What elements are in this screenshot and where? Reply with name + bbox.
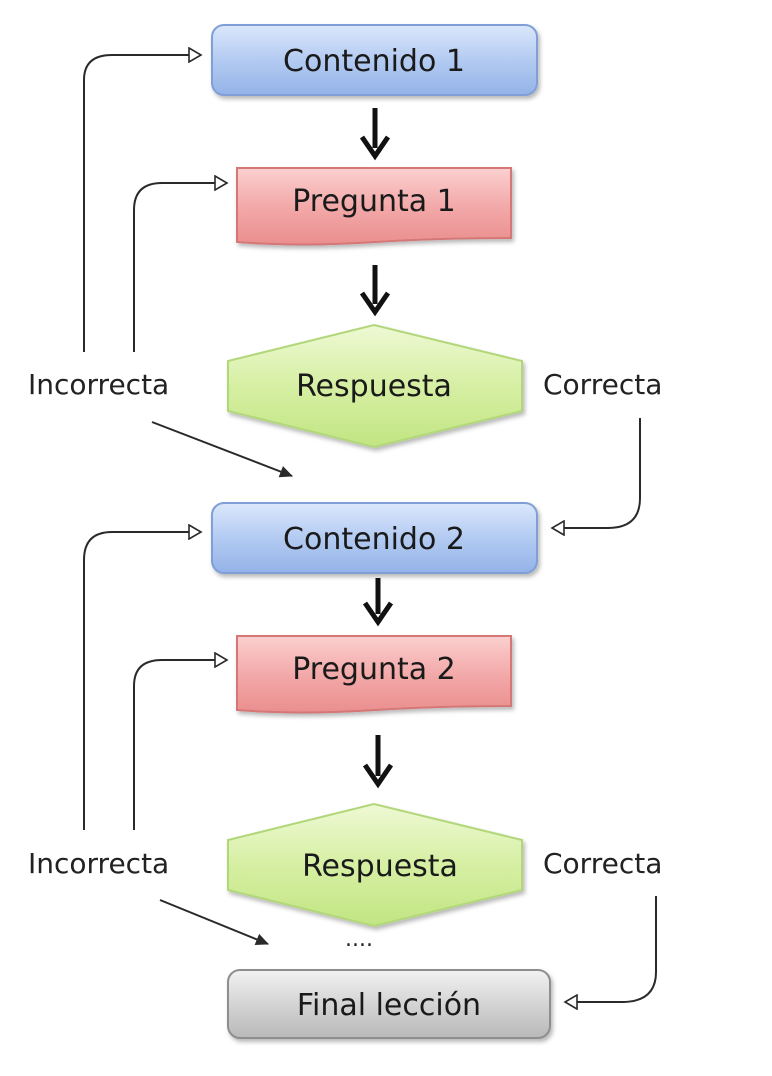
pregunta-2-node: Pregunta 2 xyxy=(236,635,512,714)
pregunta-1-node: Pregunta 1 xyxy=(236,167,512,246)
respuesta-2-node: Respuesta xyxy=(227,802,523,928)
loop-incorrect-to-contenido-2 xyxy=(83,532,200,830)
down-arrow-1 xyxy=(359,108,391,161)
respuesta-1-label: Respuesta xyxy=(296,369,452,404)
contenido-1-node: Contenido 1 xyxy=(211,24,538,96)
incorrecta-label-1: Incorrecta xyxy=(28,368,169,401)
connector-correct-to-final xyxy=(566,896,657,1002)
respuesta-2-label: Respuesta xyxy=(302,849,458,884)
loop-incorrect-to-pregunta-1 xyxy=(133,183,226,352)
pregunta-2-label: Pregunta 2 xyxy=(292,652,456,687)
down-arrow-3 xyxy=(362,578,394,627)
diagonal-arrow-1 xyxy=(151,421,293,478)
correcta-label-2: Correcta xyxy=(543,847,662,880)
loop-incorrect-to-pregunta-2 xyxy=(133,660,226,830)
correcta-label-1: Correcta xyxy=(543,368,662,401)
contenido-2-label: Contenido 2 xyxy=(283,522,465,557)
respuesta-1-node: Respuesta xyxy=(227,323,523,449)
continuation-dots: .... xyxy=(345,927,373,952)
down-arrow-4 xyxy=(362,735,394,789)
incorrecta-label-2: Incorrecta xyxy=(28,847,169,880)
down-arrow-2 xyxy=(359,265,391,317)
contenido-1-label: Contenido 1 xyxy=(283,44,465,79)
connector-correct-to-contenido-2 xyxy=(553,418,641,528)
final-leccion-node: Final lección xyxy=(227,969,551,1039)
pregunta-1-label: Pregunta 1 xyxy=(292,184,456,219)
loop-incorrect-to-contenido-1 xyxy=(83,55,200,352)
contenido-2-node: Contenido 2 xyxy=(211,502,538,574)
final-leccion-label: Final lección xyxy=(297,988,481,1023)
diagonal-arrow-2 xyxy=(159,899,269,946)
